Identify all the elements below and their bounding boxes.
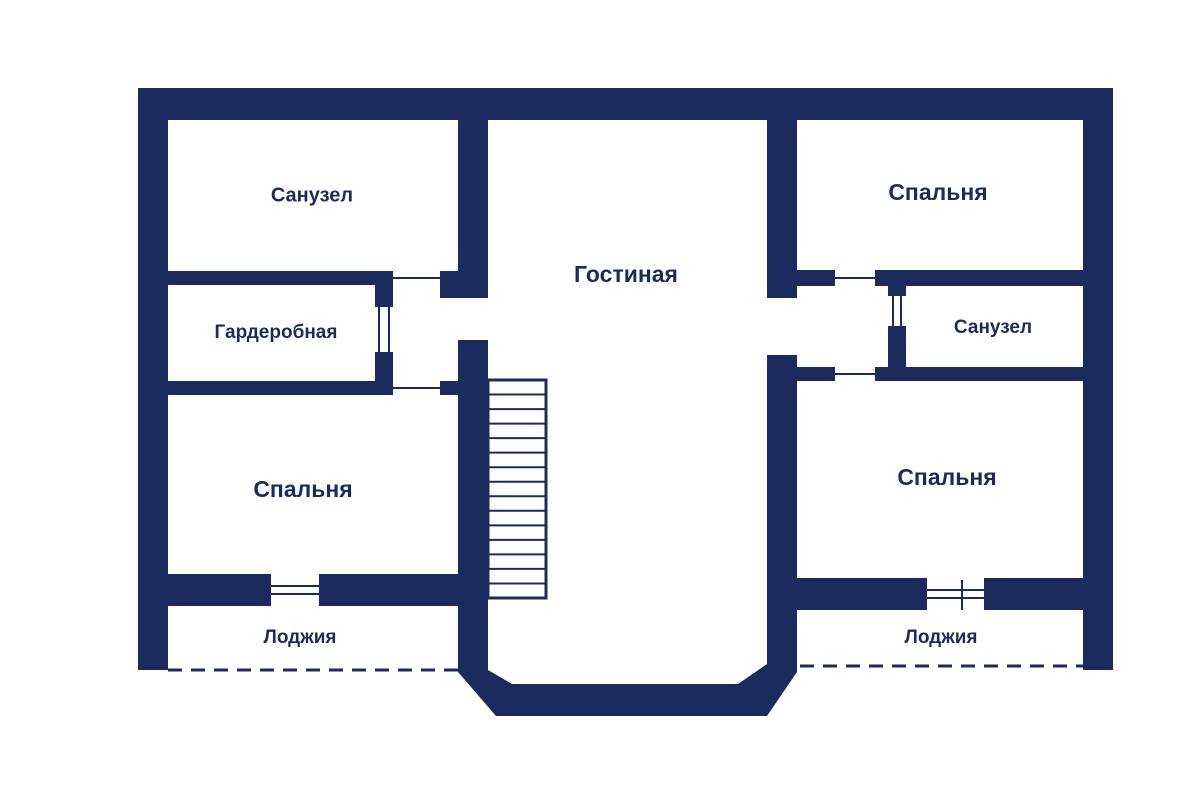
bedroom-door-jamb-right	[440, 381, 458, 395]
right-bathroom-left-wall	[888, 286, 906, 296]
room-label-loggia-left: Лоджия	[264, 627, 337, 648]
room-label-bedroom-left: Спальня	[253, 476, 352, 502]
outer-wall-top	[138, 88, 1113, 120]
living-left-wall-lower	[458, 340, 488, 672]
bathroom-bottom-wall	[168, 271, 393, 285]
wardrobe-door-jamb	[375, 352, 393, 395]
doors	[271, 277, 984, 610]
outer-walls	[138, 88, 1113, 670]
wardrobe-bottom-wall	[168, 381, 393, 395]
living-right-wall-lower	[767, 355, 797, 672]
outer-wall-left	[138, 88, 168, 670]
bay-window-wall	[458, 664, 797, 716]
staircase	[486, 378, 548, 600]
right-bathroom-left-wall-lower	[888, 326, 906, 380]
bathroom-door-jamb-right	[440, 271, 458, 298]
room-label-bedroom-bottom-right: Спальня	[897, 464, 996, 490]
room-label-wardrobe: Гардеробная	[215, 322, 338, 343]
right-bedroom-top-bottom-wall-a	[797, 270, 835, 286]
living-left-wall-upper	[458, 120, 488, 298]
right-bedroom-bottom-wall-b	[984, 578, 1083, 610]
right-bedroom-bottom-wall-a	[797, 578, 927, 610]
bathroom-door-jamb-left	[375, 271, 393, 307]
left-wing-walls	[168, 271, 458, 606]
right-bedroom-top-bottom-wall-b	[875, 270, 1083, 286]
room-label-bathroom-right: Санузел	[954, 317, 1032, 338]
right-bathroom-bottom-wall-a	[797, 367, 835, 381]
right-wing-walls	[797, 270, 1083, 610]
living-right-wall-upper	[767, 120, 797, 298]
room-label-living-room: Гостиная	[574, 261, 678, 287]
room-label-loggia-right: Лоджия	[905, 627, 978, 648]
outer-wall-right	[1083, 88, 1113, 670]
room-label-bathroom-top-left: Санузел	[271, 184, 353, 206]
bedroom-left-bottom-wall-b	[319, 574, 458, 606]
room-label-bedroom-top-right: Спальня	[888, 179, 987, 205]
bedroom-left-bottom-wall-a	[168, 574, 271, 606]
right-bathroom-bottom-wall-b	[875, 367, 1083, 381]
staircase-frame	[486, 378, 548, 600]
living-room-walls	[458, 120, 797, 716]
